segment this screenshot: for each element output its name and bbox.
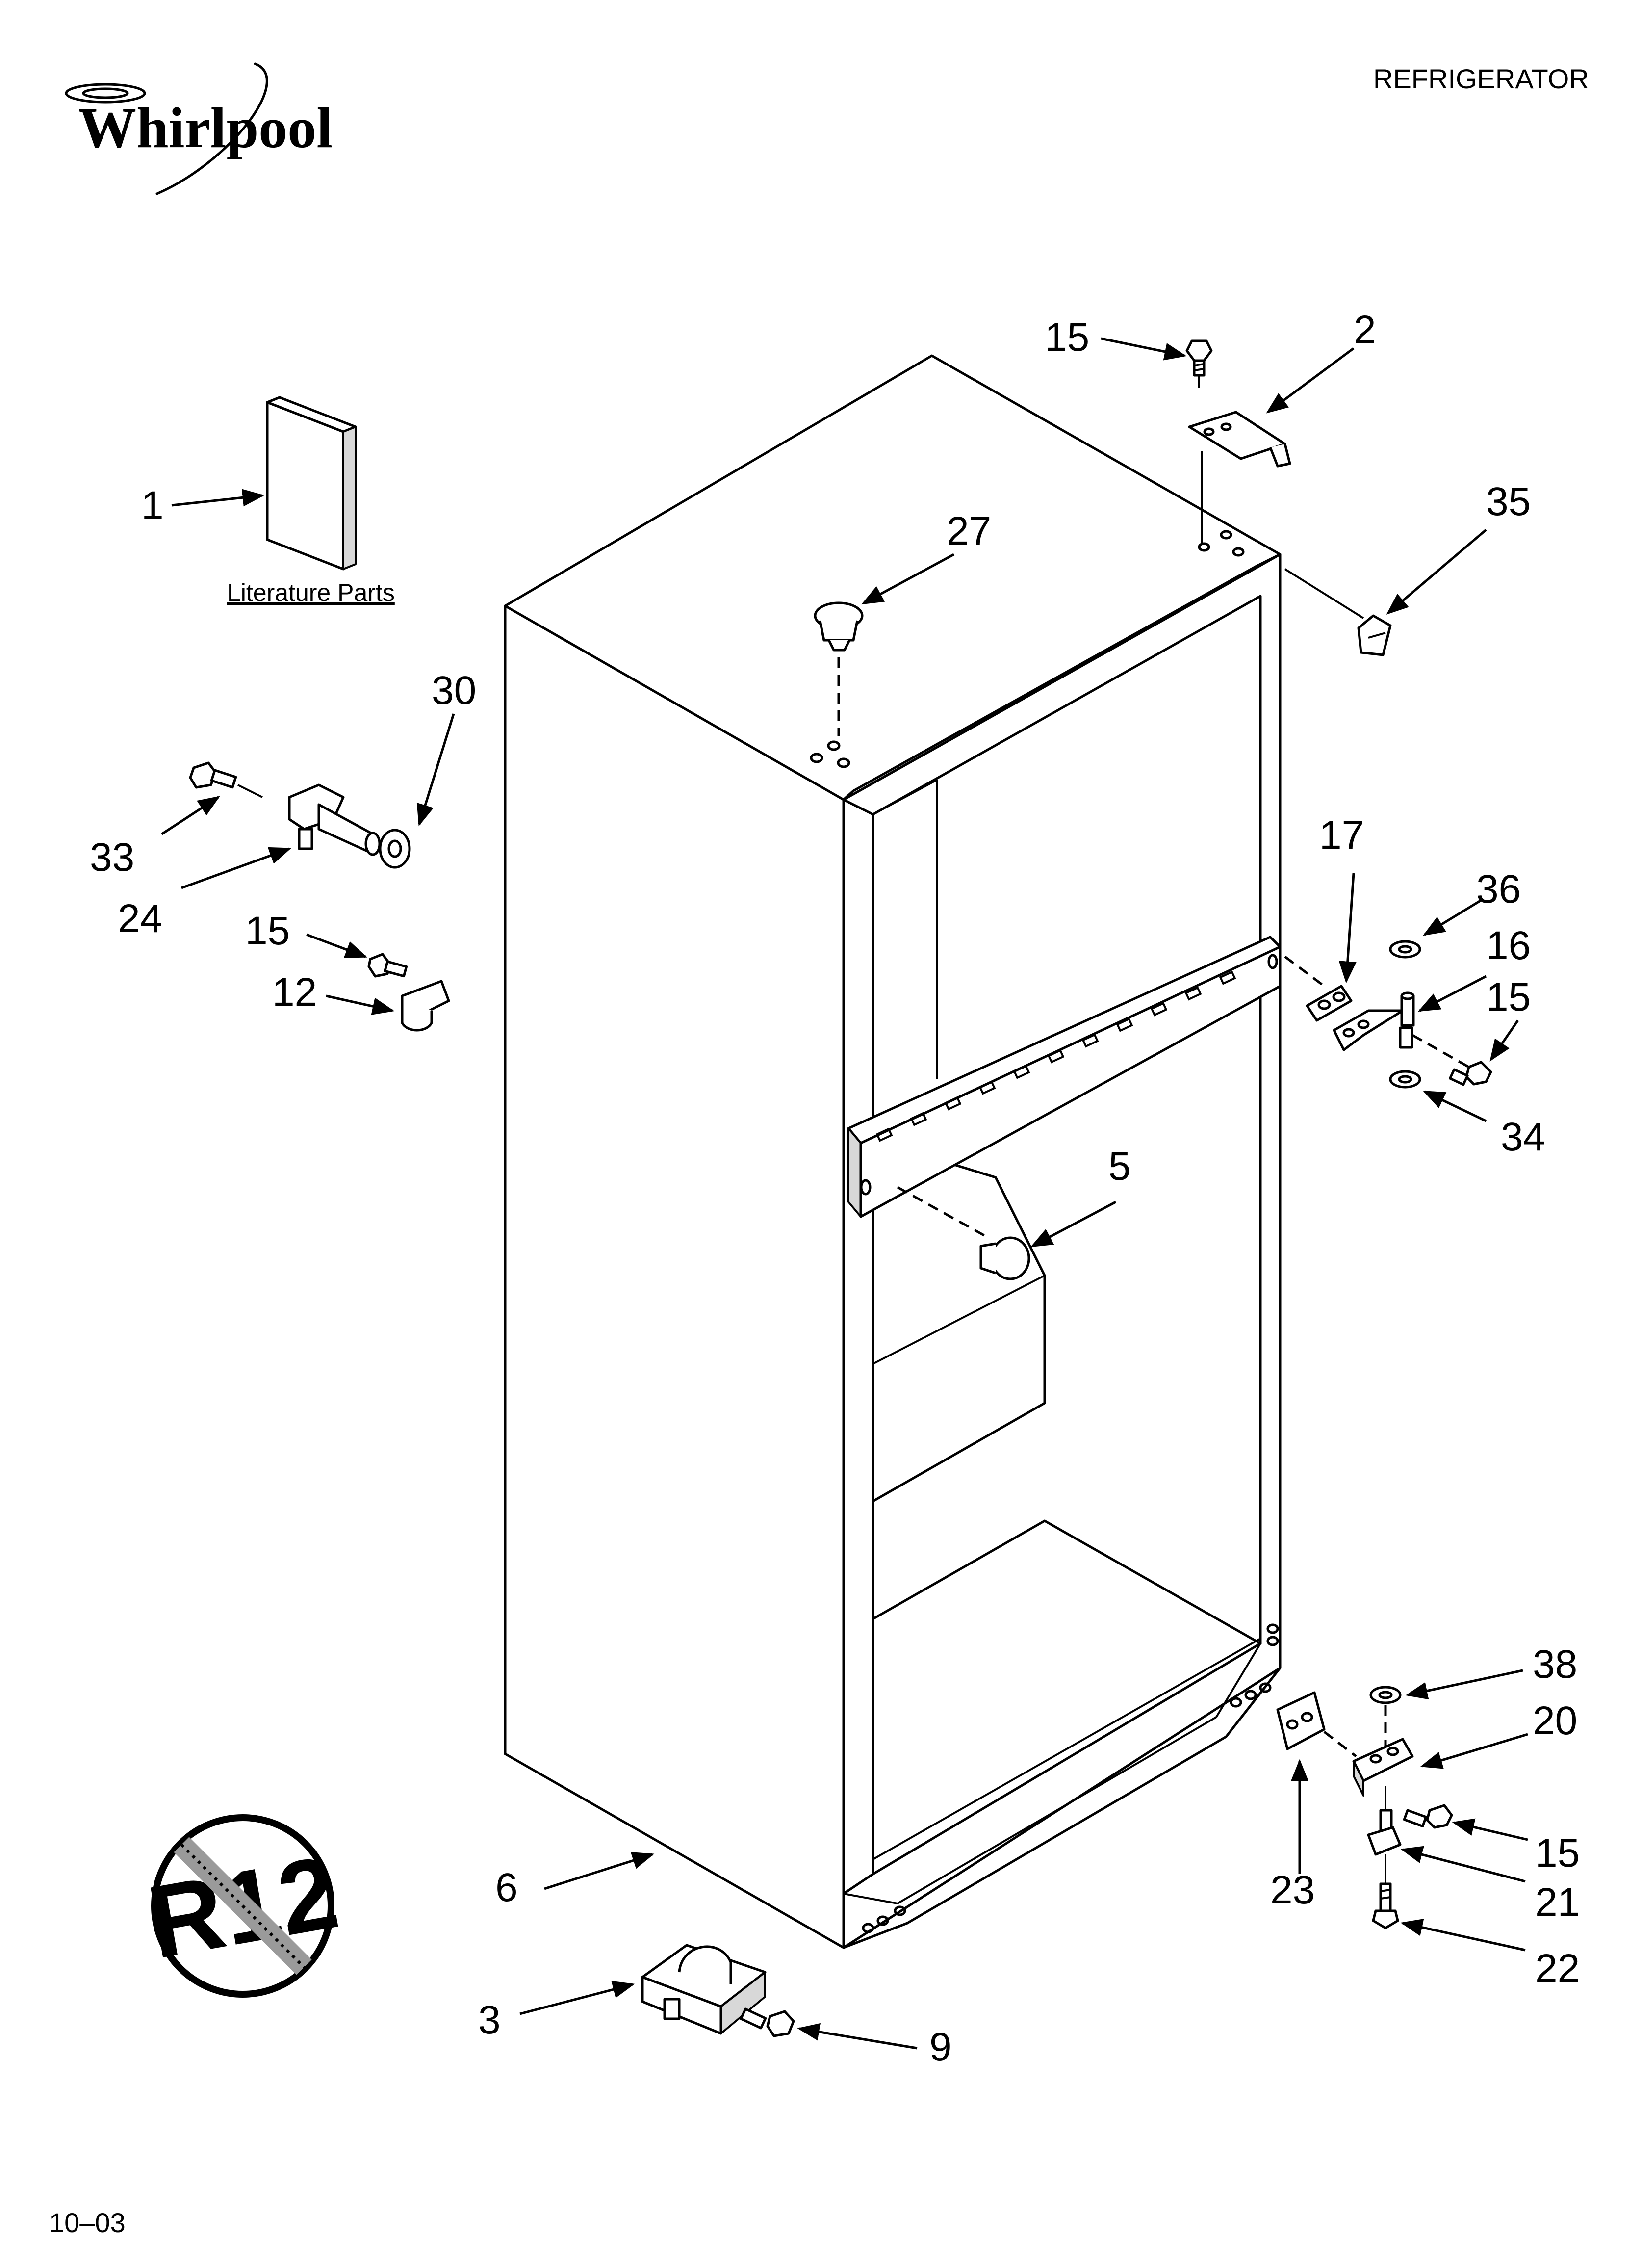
callout-15-center: 15 (1486, 975, 1531, 1019)
callout-24: 24 (118, 896, 162, 941)
callout-27: 27 (947, 509, 991, 553)
callout-15-top: 15 (1045, 315, 1089, 360)
hinge-screw-top (1185, 339, 1213, 388)
product-title: REFRIGERATOR (1373, 63, 1589, 94)
date-code: 10–03 (49, 2207, 126, 2238)
washer-lower (1369, 1686, 1402, 1704)
mullion-rail (847, 936, 1282, 1218)
no-r12-badge: R12 (140, 1814, 346, 1998)
center-hinge-part (1333, 991, 1415, 1051)
hinge-pin-part (1367, 1809, 1402, 1856)
callout-5: 5 (1108, 1144, 1131, 1189)
bottom-hinge-part (1352, 1738, 1414, 1797)
callout-22: 22 (1535, 1946, 1580, 1991)
top-hinge-part (1188, 411, 1291, 468)
whirlpool-logo: Whirlpool (65, 62, 333, 195)
hinge-screw-lower (1403, 1804, 1453, 1829)
callout-1: 1 (141, 483, 164, 528)
callout-15-lower: 15 (1535, 1831, 1580, 1876)
callout-17: 17 (1319, 813, 1364, 858)
callout-38: 38 (1533, 1642, 1577, 1687)
shoulder-screw-part (189, 761, 237, 789)
callout-2: 2 (1354, 308, 1376, 352)
callout-6: 6 (495, 1865, 518, 1910)
callout-21: 21 (1535, 1880, 1580, 1925)
roller-screw-part (740, 2007, 795, 2037)
callout-15-left: 15 (245, 909, 290, 953)
screw-left (367, 953, 408, 978)
callout-12: 12 (272, 970, 317, 1015)
refrigerator-cabinet (504, 354, 1282, 1949)
callout-33: 33 (90, 835, 134, 880)
hinge-cover-part (1357, 614, 1392, 656)
bottom-hinge-shim (1276, 1691, 1326, 1750)
callout-35: 35 (1486, 479, 1531, 524)
callout-34: 34 (1501, 1115, 1545, 1159)
clip-part (401, 980, 450, 1032)
washer-bottom (1389, 1070, 1421, 1089)
callout-20: 20 (1533, 1698, 1577, 1743)
callout-3: 3 (478, 1998, 501, 2042)
mullion-plug-part (979, 1236, 1030, 1280)
callout-30: 30 (432, 668, 476, 713)
callout-36: 36 (1476, 867, 1521, 912)
brand-wordmark: Whirlpool (78, 96, 333, 160)
hinge-screw-center (1449, 1061, 1492, 1086)
door-stop-part (288, 783, 381, 856)
bottom-screw-part (1372, 1882, 1399, 1929)
literature-caption: Literature Parts (227, 579, 395, 606)
roller-assembly-part (641, 1944, 767, 2035)
literature-part (266, 396, 357, 571)
callout-9: 9 (929, 2025, 952, 2069)
top-plug-part (814, 601, 864, 652)
callout-23: 23 (1270, 1868, 1315, 1912)
callout-16: 16 (1486, 923, 1531, 968)
washer-top (1389, 940, 1421, 959)
hinge-shim-part (1306, 985, 1353, 1022)
logo-swirl-icon (65, 83, 146, 104)
spacer-part (379, 829, 411, 869)
